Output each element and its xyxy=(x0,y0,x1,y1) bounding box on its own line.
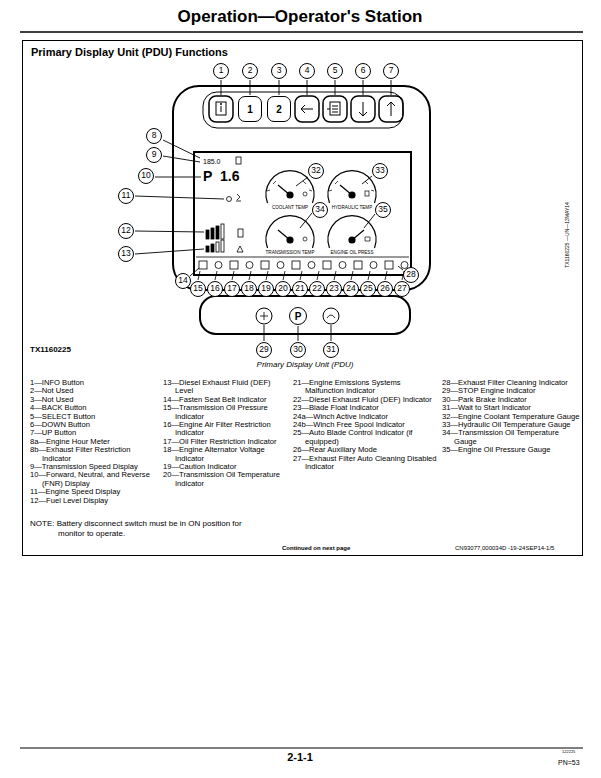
callout-number: 24 xyxy=(343,281,359,297)
key-item: 11—Engine Speed Display xyxy=(30,488,160,496)
key-item: 10—Forward, Neutral, and Reverse (FNR) D… xyxy=(30,471,160,488)
callout-number: 1 xyxy=(213,63,229,79)
key-item: 8a—Engine Hour Meter xyxy=(30,438,160,446)
key-item: 14—Fasten Seat Belt Indicator xyxy=(163,396,290,404)
key-item: 16—Engine Air Filter Restriction Indicat… xyxy=(163,421,290,438)
speed-display: 1.6 xyxy=(220,169,239,184)
key-item: 30—Park Brake Indicator xyxy=(442,396,582,404)
node-text: 1 xyxy=(247,104,253,115)
key-item: 13—Diesel Exhaust Fluid (DEF) Level xyxy=(163,379,290,396)
document-code: CN93077,000034D -19-24SEP14-1/5 xyxy=(455,545,554,552)
key-item: 23—Blade Float Indicator xyxy=(293,404,439,412)
callout-number: 35 xyxy=(375,202,391,218)
key-item: 8b—Exhaust Filter Restriction Indicator xyxy=(30,446,160,463)
key-item: 33—Hydraulic Oil Temperature Gauge xyxy=(442,421,582,429)
key-item: 27—Exhaust Filter Auto Cleaning Disabled… xyxy=(293,455,439,472)
callout-number: 8 xyxy=(146,128,162,144)
callout-number: 9 xyxy=(146,147,162,163)
callout-number: 22 xyxy=(309,281,325,297)
key-item: 2—Not Used xyxy=(30,387,160,395)
callout-number: 33 xyxy=(372,163,388,179)
callout-number: 34 xyxy=(312,202,328,218)
callout-number: 26 xyxy=(377,281,393,297)
park-brake-indicator: P xyxy=(289,307,307,325)
gauge-label: COOLANT TEMP xyxy=(272,205,308,210)
callout-number: 25 xyxy=(360,281,376,297)
callout-number: 28 xyxy=(403,267,419,283)
callout-number: 16 xyxy=(207,281,223,297)
key-item: 19—Caution Indicator xyxy=(163,463,290,471)
callout-number: 10 xyxy=(138,168,154,184)
callout-number: 29 xyxy=(256,342,272,358)
gauge-label: ENGINE OIL PRESS xyxy=(331,250,374,255)
key-item: 22—Diesel Exhaust Fluid (DEF) Indicator xyxy=(293,396,439,404)
callout-number: 23 xyxy=(326,281,342,297)
callout-number: 13 xyxy=(118,246,134,262)
key-item: 12—Fuel Level Display xyxy=(30,497,160,505)
display-button: 2 xyxy=(267,96,291,122)
key-item: 7—UP Button xyxy=(30,429,160,437)
fnr-display: P xyxy=(203,169,212,184)
key-item: 15—Transmission Oil Pressure Indicator xyxy=(163,404,290,421)
key-item: 3—Not Used xyxy=(30,396,160,404)
callout-number: 21 xyxy=(292,281,308,297)
callout-number: 20 xyxy=(275,281,291,297)
key-item: 18—Engine Alternator Voltage Indicator xyxy=(163,446,290,463)
callout-number: 15 xyxy=(190,281,206,297)
key-item: 24a—Winch Active Indicator xyxy=(293,413,439,421)
callout-number: 11 xyxy=(118,188,134,204)
node-text: 2 xyxy=(276,104,282,115)
callout-number: 32 xyxy=(308,163,324,179)
callout-number: 17 xyxy=(224,281,240,297)
callout-number: 7 xyxy=(383,63,399,79)
key-item: 28—Exhaust Filter Cleaning Indicator xyxy=(442,379,582,387)
page-id: PN=53 xyxy=(558,759,580,767)
callout-number: 31 xyxy=(323,342,339,358)
callout-number: 18 xyxy=(241,281,257,297)
callout-number: 6 xyxy=(355,63,371,79)
key-item: 34—Transmission Oil Temperature Gauge xyxy=(442,429,582,446)
callout-number: 14 xyxy=(175,273,191,289)
key-item: 32—Engine Coolant Temperature Gauge xyxy=(442,413,582,421)
key-item: 20—Transmission Oil Temperature Indicato… xyxy=(163,471,290,488)
callout-number: 27 xyxy=(394,281,410,297)
key-item: 29—STOP Engine Indicator xyxy=(442,387,582,395)
key-item: 21—Engine Emissions Systems Malfunction … xyxy=(293,379,439,396)
key-item: 1—INFO Button xyxy=(30,379,160,387)
key-item: 31—Wait to Start Indicator xyxy=(442,404,582,412)
key-item: 5—SELECT Button xyxy=(30,413,160,421)
key-item: 35—Engine Oil Pressure Gauge xyxy=(442,446,582,454)
key-item: 4—BACK Button xyxy=(30,404,160,412)
callout-number: 3 xyxy=(271,63,287,79)
continued-note: Continued on next page xyxy=(282,545,350,552)
callout-number: 5 xyxy=(327,63,343,79)
key-item: 25—Auto Blade Control Indicator (if equi… xyxy=(293,429,439,446)
node-text: Primary Display Unit (PDU) Functions xyxy=(31,46,228,58)
figure-code: TX1160225 —UN—13MAY14 xyxy=(565,202,571,268)
node-text: P xyxy=(295,311,302,322)
hour-meter: 185.0 xyxy=(203,158,221,166)
display-button: 1 xyxy=(238,96,262,122)
note: NOTE: Battery disconnect switch must be … xyxy=(30,519,255,538)
gauge-label: TRANSMISSION TEMP xyxy=(266,250,315,255)
key-item: 9—Transmission Speed Display xyxy=(30,463,160,471)
figure-caption: Primary Display Unit (PDU) xyxy=(257,361,354,370)
page-title: Operation—Operator's Station xyxy=(178,8,423,27)
gauge-label: HYDRAULIC TEMP xyxy=(332,205,373,210)
callout-number: 2 xyxy=(242,63,258,79)
key-item: 6—DOWN Button xyxy=(30,421,160,429)
callout-number: 4 xyxy=(299,63,315,79)
callout-number: 19 xyxy=(258,281,274,297)
page-number: 2-1-1 xyxy=(287,751,313,763)
key-item: 24b—Winch Free Spool Indicator xyxy=(293,421,439,429)
key-item: 26—Rear Auxiliary Mode xyxy=(293,446,439,454)
callout-number: 12 xyxy=(118,223,134,239)
print-code: 122225 xyxy=(562,750,575,754)
figure-id: TX1160225 xyxy=(30,346,71,355)
key-item: 17—Oil Filter Restriction Indicator xyxy=(163,438,290,446)
callout-number: 30 xyxy=(290,342,306,358)
